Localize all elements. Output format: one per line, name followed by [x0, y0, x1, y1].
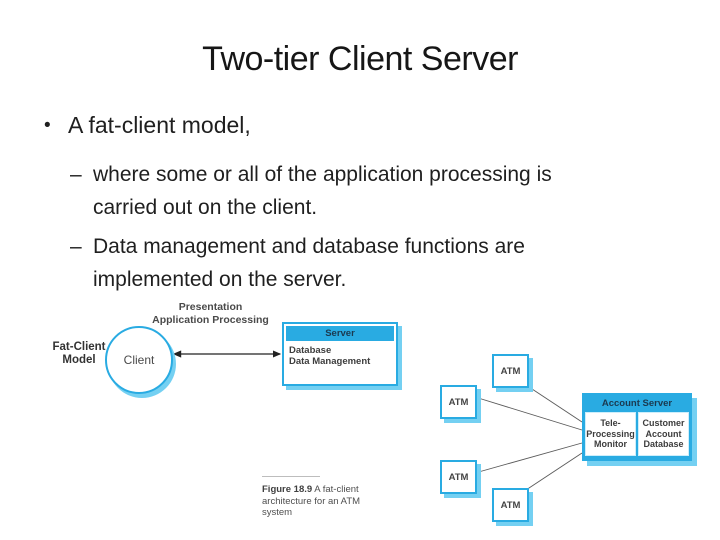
- model-label-line-2: Model: [62, 354, 96, 366]
- sub-bullet-1-line-2: carried out on the client.: [93, 196, 318, 219]
- tele-processing-monitor-cell: Tele- Processing Monitor: [585, 412, 636, 456]
- sub-bullet-2-line-2: implemented on the server.: [93, 268, 347, 291]
- fat-client-model-label: Fat-Client Model: [36, 341, 122, 367]
- atm4-link-line: [525, 452, 583, 491]
- cad-cell-line-2: Account: [645, 428, 682, 439]
- presentation-processing-label: Presentation Application Processing: [128, 301, 293, 326]
- dash-marker: –: [70, 163, 82, 186]
- server-box-header: Server: [286, 326, 394, 341]
- atm-node-3: ATM: [440, 460, 477, 494]
- cad-cell-line-3: Database: [643, 439, 684, 450]
- atm-node-label: ATM: [448, 471, 469, 483]
- sub-bullet-1-line-1: where some or all of the application pro…: [93, 163, 552, 186]
- account-server-header: Account Server: [601, 398, 673, 409]
- atm2-link-line: [474, 396, 583, 431]
- tp-cell-line-1: Tele-: [600, 418, 621, 429]
- presentation-label-line-2: Application Processing: [152, 313, 269, 326]
- tp-cell-line-3: Monitor: [594, 439, 627, 450]
- account-server-cells: Tele- Processing Monitor Customer Accoun…: [585, 412, 689, 456]
- cad-cell-line-1: Customer: [642, 418, 685, 429]
- presentation-label-line-1: Presentation: [178, 301, 243, 313]
- dash-marker: –: [70, 235, 82, 258]
- slide-title: Two-tier Client Server: [202, 40, 518, 78]
- atm-node-2: ATM: [440, 385, 477, 419]
- tp-cell-line-2: Processing: [586, 428, 635, 439]
- sub-bullet-1: – where some or all of the application p…: [70, 158, 670, 224]
- atm-node-1: ATM: [492, 354, 529, 388]
- atm-node-label: ATM: [448, 396, 469, 408]
- atm1-link-line: [525, 384, 583, 423]
- atm-node-label: ATM: [500, 499, 521, 511]
- server-box-body: Database Data Management: [284, 343, 396, 367]
- account-server-box: Account Server Tele- Processing Monitor …: [582, 393, 692, 461]
- sub-bullet-2-line-1: Data management and database functions a…: [93, 235, 525, 258]
- model-label-line-1: Fat-Client: [52, 341, 106, 353]
- customer-account-database-cell: Customer Account Database: [638, 412, 689, 456]
- server-box-line-2: Data Management: [289, 356, 371, 367]
- bullet-marker: •: [44, 115, 51, 136]
- server-box: Server Database Data Management: [282, 322, 398, 386]
- sub-bullet-2: – Data management and database functions…: [70, 230, 670, 296]
- server-box-line-1: Database: [289, 345, 332, 356]
- caption-figure-label: Figure 18.9: [262, 484, 313, 495]
- atm-node-4: ATM: [492, 488, 529, 522]
- client-node: Client: [105, 326, 173, 394]
- caption-text: A fat-client architecture for an ATM sys…: [262, 484, 361, 518]
- atm3-link-line: [474, 442, 583, 474]
- bullet-item: • A fat-client model,: [44, 112, 251, 139]
- caption-divider: [262, 476, 320, 477]
- atm-node-label: ATM: [500, 365, 521, 377]
- bullet-text: A fat-client model,: [68, 112, 251, 138]
- client-node-label: Client: [123, 353, 155, 367]
- figure-panel: Presentation Application Processing Fat-…: [0, 292, 720, 540]
- figure-caption: Figure 18.9 A fat-client architecture fo…: [262, 476, 366, 519]
